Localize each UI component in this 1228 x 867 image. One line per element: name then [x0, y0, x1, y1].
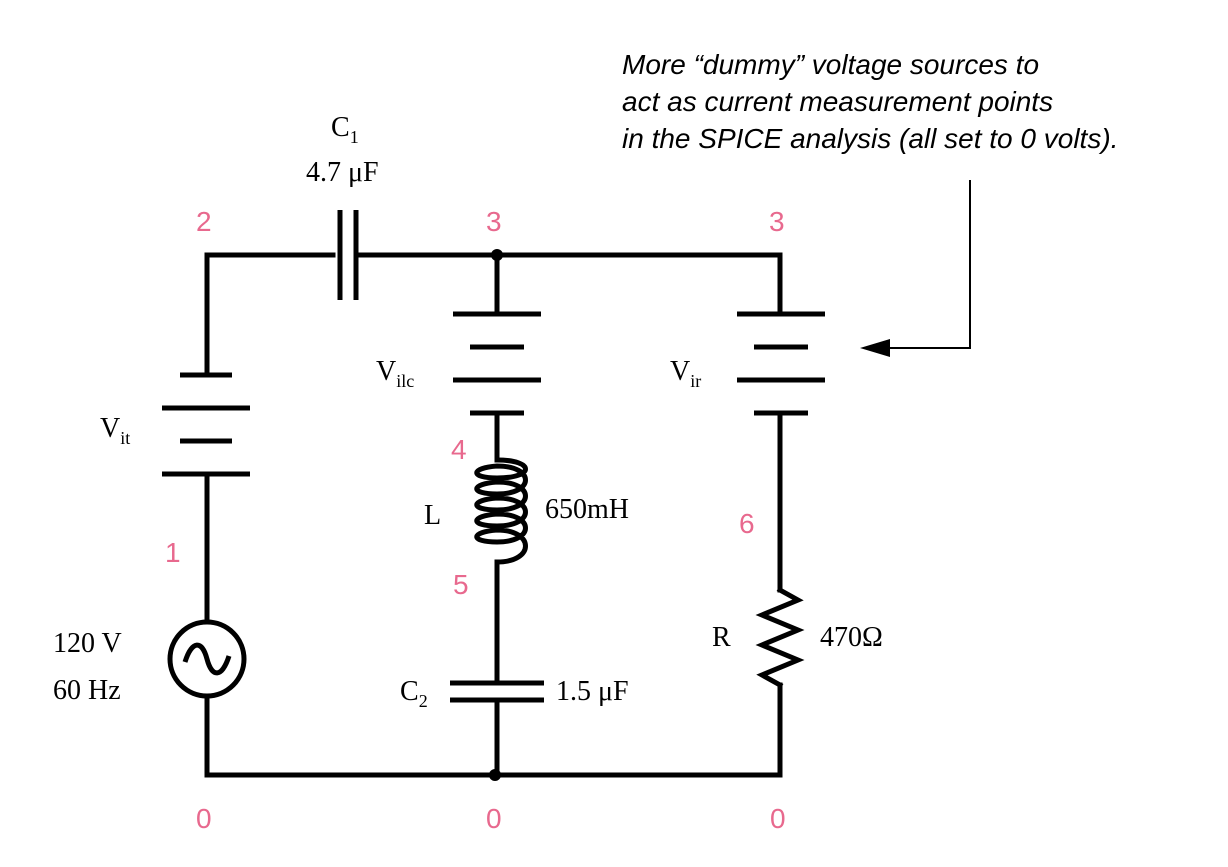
vilc-label: Vilc — [376, 356, 414, 391]
annotation: More “dummy” voltage sources to act as c… — [622, 49, 1118, 154]
node-label-3-right: 3 — [769, 206, 785, 237]
resistor-value: 470Ω — [820, 622, 883, 653]
source-voltage: 120 V — [53, 628, 122, 659]
annotation-line-1: More “dummy” voltage sources to — [622, 49, 1039, 80]
left-branch — [162, 252, 498, 778]
node-labels: 2 3 3 4 5 6 1 0 0 0 — [165, 206, 786, 834]
node-label-6: 6 — [739, 508, 755, 539]
vir-label: Vir — [670, 356, 701, 391]
annotation-line-3: in the SPICE analysis (all set to 0 volt… — [622, 123, 1118, 154]
junction-dot-bottom — [489, 769, 501, 781]
junction-dot-top — [491, 249, 503, 261]
annotation-line-2: act as current measurement points — [622, 86, 1053, 117]
vilc-voltage-source — [453, 311, 541, 416]
node-label-0-right: 0 — [770, 803, 786, 834]
resistor-zigzag — [755, 586, 805, 689]
node-label-1: 1 — [165, 537, 181, 568]
node-label-0-mid: 0 — [486, 803, 502, 834]
vir-voltage-source — [737, 311, 825, 416]
source-frequency: 60 Hz — [53, 675, 121, 706]
ac-source — [167, 619, 247, 699]
node-label-3-left: 3 — [486, 206, 502, 237]
c2-capacitor — [450, 680, 544, 703]
node-label-2: 2 — [196, 206, 212, 237]
c1-value: 4.7 μF — [306, 157, 379, 188]
c2-label: C2 — [400, 676, 428, 711]
inductor-label: L — [424, 500, 441, 531]
node-label-4: 4 — [451, 434, 467, 465]
right-branch — [492, 311, 825, 778]
annotation-arrow — [860, 180, 971, 357]
middle-branch — [450, 252, 544, 778]
c1-label: C1 — [331, 112, 359, 147]
c2-value: 1.5 μF — [556, 676, 629, 707]
component-labels: C1 4.7 μF Vit Vilc Vir L 650mH C2 1.5 μF… — [53, 112, 883, 711]
node-label-0-left: 0 — [196, 803, 212, 834]
resistor-label: R — [712, 622, 731, 653]
inductor-value: 650mH — [545, 494, 629, 525]
vit-label: Vit — [100, 413, 130, 448]
vit-voltage-source — [162, 372, 250, 477]
node-label-5: 5 — [453, 569, 469, 600]
inductor-coil — [474, 457, 528, 565]
